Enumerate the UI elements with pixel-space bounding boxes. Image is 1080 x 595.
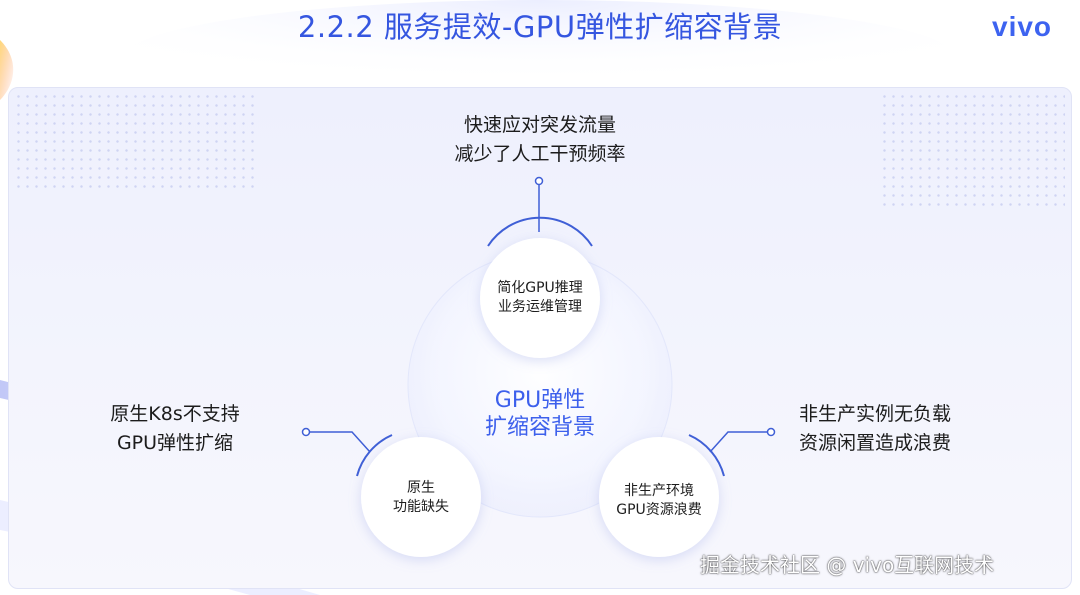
center-label-line1: GPU弹性 [494,388,586,413]
node-right-line2: GPU资源浪费 [616,502,702,518]
node-left-connector [301,427,393,477]
node-right-circle [599,437,719,557]
node-top-line2: 业务运维管理 [498,299,582,315]
node-right-line1: 非生产环境 [624,483,694,499]
callout-right: 非生产实例无负载 资源闲置造成浪费 [775,400,975,458]
node-right-label: 非生产环境 GPU资源浪费 [599,482,719,520]
vivo-logo: vivo [992,11,1053,42]
dot-pattern-right [880,92,1065,207]
node-left-label: 原生 功能缺失 [361,479,481,517]
node-top-circle [480,238,600,358]
node-left-line2: 功能缺失 [393,499,449,515]
watermark: 掘金技术社区 @ vivo互联网技术 [700,553,995,577]
callout-left: 原生K8s不支持 GPU弹性扩缩 [80,400,270,458]
node-left-circle [361,437,481,557]
callout-left-line1: 原生K8s不支持 [110,403,240,425]
callout-right-line2: 资源闲置造成浪费 [798,432,951,454]
node-top-line1: 简化GPU推理 [497,280,583,296]
callout-top-line2: 减少了人工干预频率 [454,143,626,165]
center-label-line2: 扩缩容背景 [484,415,595,440]
callout-left-line2: GPU弹性扩缩 [116,432,234,454]
callout-top: 快速应对突发流量 减少了人工干预频率 [420,111,660,169]
callout-top-line1: 快速应对突发流量 [463,114,616,136]
node-top-label: 简化GPU推理 业务运维管理 [480,279,600,317]
center-label: GPU弹性 扩缩容背景 [460,387,620,441]
page-title: 2.2.2 服务提效-GPU弹性扩缩容背景 [297,10,783,44]
node-top-connector [487,176,593,247]
node-right-connector [688,427,776,477]
dot-pattern-left [14,92,254,192]
callout-right-line1: 非生产实例无负载 [798,403,951,425]
node-left-line1: 原生 [407,480,435,496]
